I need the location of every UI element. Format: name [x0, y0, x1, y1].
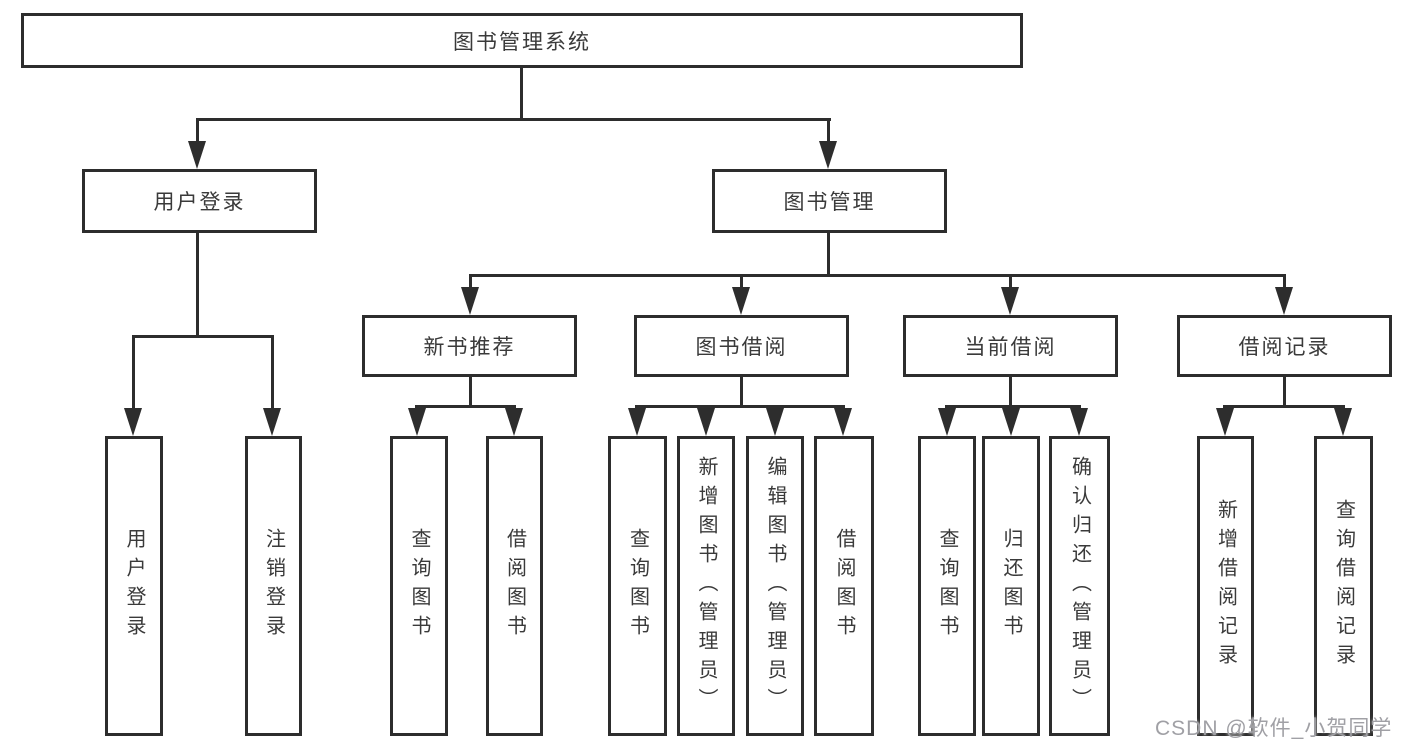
arrow-down-icon — [628, 408, 646, 436]
arrow-down-icon — [505, 408, 523, 436]
connector-line — [520, 68, 523, 121]
connector-line — [196, 233, 199, 337]
arrow-down-icon — [766, 408, 784, 436]
arrow-down-icon — [1002, 408, 1020, 436]
arrow-down-icon — [263, 408, 281, 436]
node-book-management-branch: 图书管理 — [712, 169, 947, 233]
node-query-borrow-record: 查询借阅记录 — [1314, 436, 1373, 736]
node-query-books-recommend: 查询图书 — [390, 436, 448, 736]
arrow-down-icon — [188, 141, 206, 169]
connector-line — [415, 405, 516, 408]
arrow-down-icon — [697, 408, 715, 436]
node-user-login: 用户登录 — [105, 436, 163, 736]
node-return-books: 归还图书 — [982, 436, 1040, 736]
node-book-borrowing: 图书借阅 — [634, 315, 849, 377]
node-query-books-current: 查询图书 — [918, 436, 976, 736]
connector-line — [740, 274, 743, 290]
connector-line — [635, 405, 845, 408]
arrow-down-icon — [461, 287, 479, 315]
arrow-down-icon — [124, 408, 142, 436]
node-logout: 注销登录 — [245, 436, 302, 736]
connector-line — [469, 274, 472, 290]
node-borrow-books: 借阅图书 — [814, 436, 874, 736]
connector-line — [827, 233, 830, 276]
connector-line — [469, 274, 1286, 277]
connector-line — [469, 377, 472, 408]
node-user-login-branch: 用户登录 — [82, 169, 317, 233]
node-borrow-books-recommend: 借阅图书 — [486, 436, 543, 736]
node-new-book-recommendation: 新书推荐 — [362, 315, 577, 377]
arrow-down-icon — [1216, 408, 1234, 436]
connector-line — [1283, 377, 1286, 408]
connector-line — [1223, 405, 1345, 408]
arrow-down-icon — [834, 408, 852, 436]
node-add-borrow-record: 新增借阅记录 — [1197, 436, 1254, 736]
connector-line — [132, 335, 274, 338]
arrow-down-icon — [732, 287, 750, 315]
connector-line — [1009, 274, 1012, 290]
connector-line — [132, 335, 135, 411]
connector-line — [271, 335, 274, 411]
arrow-down-icon — [1070, 408, 1088, 436]
connector-line — [740, 377, 743, 408]
connector-line — [1009, 377, 1012, 408]
connector-line — [196, 118, 831, 121]
node-add-books-admin: 新增图书（管理员） — [677, 436, 735, 736]
arrow-down-icon — [1334, 408, 1352, 436]
arrow-down-icon — [938, 408, 956, 436]
connector-line — [1283, 274, 1286, 290]
connector-line — [196, 118, 199, 146]
node-borrowing-records: 借阅记录 — [1177, 315, 1392, 377]
watermark-text: CSDN @软件_小贺同学 — [1155, 717, 1393, 740]
node-edit-books-admin: 编辑图书（管理员） — [746, 436, 804, 736]
node-library-management-system: 图书管理系统 — [21, 13, 1023, 68]
connector-line — [945, 405, 1081, 408]
node-query-books-borrowing: 查询图书 — [608, 436, 667, 736]
arrow-down-icon — [1001, 287, 1019, 315]
node-confirm-return-admin: 确认归还（管理员） — [1049, 436, 1110, 736]
connector-line — [827, 118, 830, 146]
arrow-down-icon — [819, 141, 837, 169]
node-current-borrowing: 当前借阅 — [903, 315, 1118, 377]
arrow-down-icon — [1275, 287, 1293, 315]
arrow-down-icon — [408, 408, 426, 436]
